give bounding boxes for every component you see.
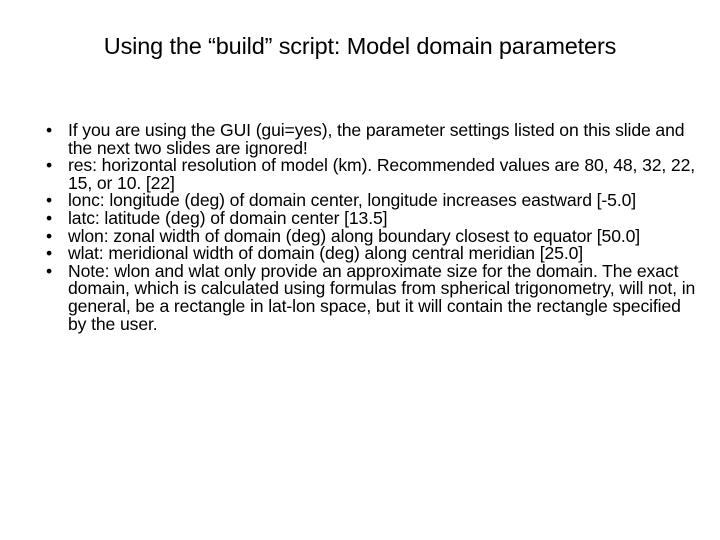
list-item: • wlon: zonal width of domain (deg) alon… <box>44 225 699 246</box>
bullet-icon: • <box>46 155 53 176</box>
list-item-text: wlat: meridional width of domain (deg) a… <box>68 243 584 264</box>
list-item: • Note: wlon and wlat only provide an ap… <box>44 260 699 334</box>
list-item: • lonc: longitude (deg) of domain center… <box>44 192 699 210</box>
bullet-icon: • <box>46 190 53 211</box>
bullet-icon: • <box>46 225 53 246</box>
list-item: • latc: latitude (deg) of domain center … <box>44 207 699 228</box>
bullet-list: • If you are using the GUI (gui=yes), th… <box>44 120 699 334</box>
bullet-icon: • <box>46 243 53 264</box>
list-item-text: If you are using the GUI (gui=yes), the … <box>68 120 685 158</box>
list-item-text: lonc: longitude (deg) of domain center, … <box>68 190 637 211</box>
list-item-text: Note: wlon and wlat only provide an appr… <box>68 260 696 334</box>
page-title: Using the “build” script: Model domain p… <box>103 33 617 59</box>
list-item: • wlat: meridional width of domain (deg)… <box>44 245 699 263</box>
list-item-text: latc: latitude (deg) of domain center [1… <box>68 207 388 228</box>
bullet-icon: • <box>46 260 53 281</box>
slide-body: • If you are using the GUI (gui=yes), th… <box>44 120 699 334</box>
list-item: • res: horizontal resolution of model (k… <box>44 155 699 193</box>
bullet-icon: • <box>46 120 53 140</box>
list-item-text: wlon: zonal width of domain (deg) along … <box>68 225 641 246</box>
list-item-text: res: horizontal resolution of model (km)… <box>68 155 696 193</box>
list-item: • If you are using the GUI (gui=yes), th… <box>44 120 699 158</box>
bullet-icon: • <box>46 207 53 228</box>
